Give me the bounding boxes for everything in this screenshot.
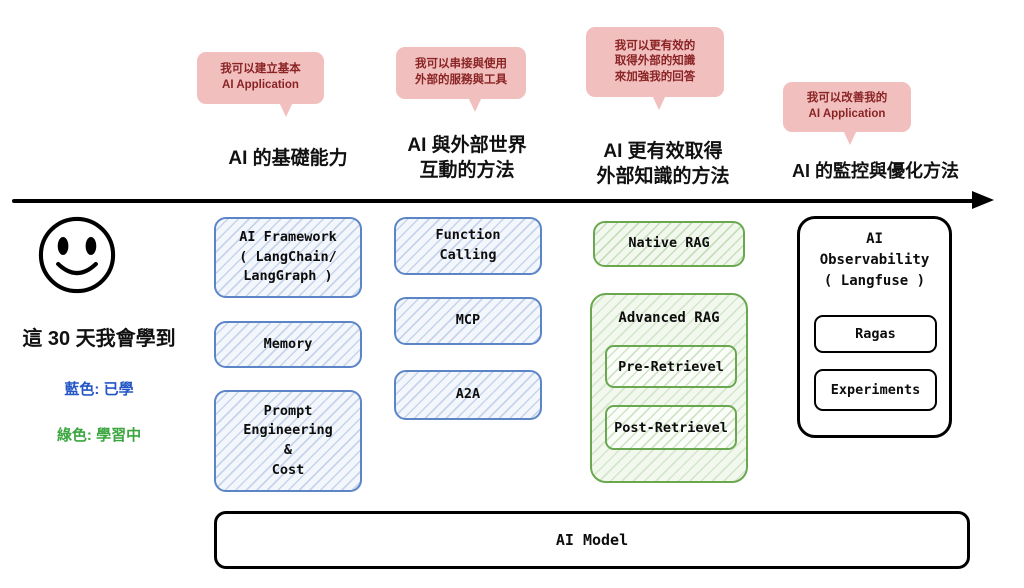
speech-bubble-text: 我可以更有效的 取得外部的知識 來加強我的回答 xyxy=(614,39,696,83)
box-mcp: MCP xyxy=(394,297,542,345)
speech-bubble-external-tools: 我可以串接與使用 外部的服務與工具 xyxy=(396,47,526,112)
column-header-basics: AI 的基礎能力 xyxy=(228,148,348,169)
legend-blue-learned: 藍色: 已學 xyxy=(64,381,134,398)
box-ai-framework: AI Framework ( LangChain/ LangGraph ) xyxy=(214,217,362,298)
speech-bubble-tail xyxy=(843,130,857,145)
box-post-retrieval: Post-Retrievel xyxy=(605,405,737,450)
speech-bubble-tail xyxy=(468,97,482,112)
speech-bubble-text: 我可以改善我的 AI Application xyxy=(806,92,888,120)
speech-bubble-basic-app: 我可以建立基本 AI Application xyxy=(197,52,324,117)
box-ragas: Ragas xyxy=(814,315,937,353)
column-header-knowledge: AI 更有效取得 外部知識的方法 xyxy=(596,141,730,187)
group-advanced-rag: Advanced RAG Pre-Retrievel Post-Retrieve… xyxy=(590,293,748,483)
box-prompt-engineering-cost: Prompt Engineering & Cost xyxy=(214,390,362,492)
speech-bubble-improve-app: 我可以改善我的 AI Application xyxy=(783,82,911,145)
speech-bubble-tail xyxy=(652,95,666,110)
box-ai-model: AI Model xyxy=(214,511,970,569)
speech-bubble-text: 我可以串接與使用 外部的服務與工具 xyxy=(415,58,507,86)
box-function-calling: Function Calling xyxy=(394,217,542,275)
legend-title: 這 30 天我會學到 xyxy=(22,328,176,350)
smiley-face-icon xyxy=(38,216,116,294)
speech-bubble-text: 我可以建立基本 AI Application xyxy=(220,63,301,91)
speech-bubble-tail xyxy=(279,102,293,117)
group-ai-observability-label: AI Observability ( Langfuse ) xyxy=(819,231,930,289)
column-header-observability: AI 的監控與優化方法 xyxy=(791,161,959,181)
box-memory: Memory xyxy=(214,321,362,368)
box-pre-retrieval: Pre-Retrievel xyxy=(605,345,737,388)
box-experiments: Experiments xyxy=(814,369,937,411)
box-a2a: A2A xyxy=(394,370,542,420)
legend-green-learning: 綠色: 學習中 xyxy=(56,427,142,444)
group-ai-observability: AI Observability ( Langfuse ) Ragas Expe… xyxy=(797,216,952,438)
timeline-arrow-line xyxy=(12,199,978,203)
box-native-rag: Native RAG xyxy=(593,221,745,267)
timeline-arrow-head xyxy=(972,191,994,209)
speech-bubble-knowledge: 我可以更有效的 取得外部的知識 來加強我的回答 xyxy=(586,27,724,110)
group-advanced-rag-label: Advanced RAG xyxy=(618,310,720,326)
column-header-interaction: AI 與外部世界 互動的方法 xyxy=(407,135,527,181)
